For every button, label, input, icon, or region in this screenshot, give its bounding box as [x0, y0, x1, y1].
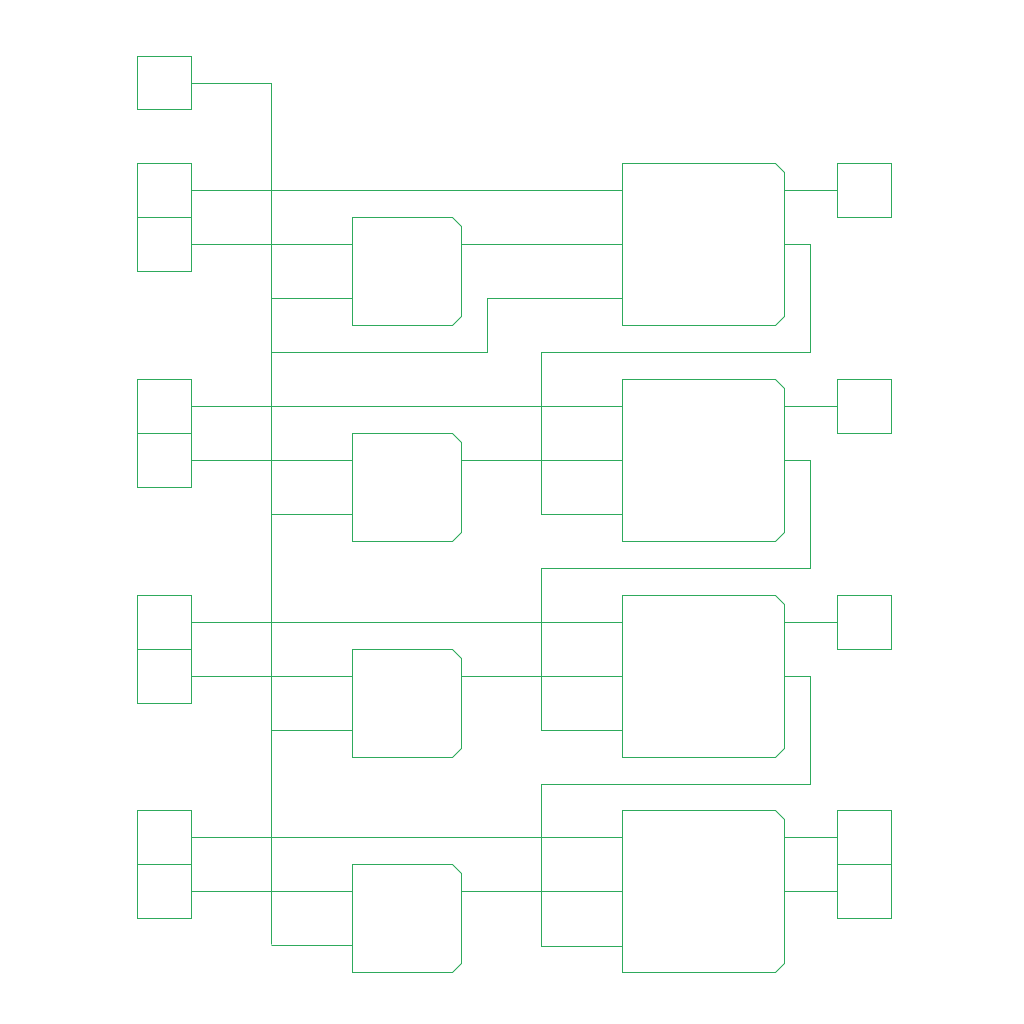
bus-wire-vertical [191, 83, 272, 945]
input-box-a-3 [137, 595, 192, 650]
wire-carry-3-to-4 [541, 676, 811, 947]
output-box-3 [837, 595, 892, 650]
input-box-b-3 [137, 649, 192, 704]
input-box-a-1 [137, 163, 192, 218]
output-box-5 [837, 864, 892, 919]
input-box-a-4 [137, 810, 192, 865]
wire-carry-1-to-2 [541, 244, 811, 515]
input-box-b-2 [137, 433, 192, 488]
wire-carry-2-to-3 [541, 460, 811, 731]
input-box-b-4 [137, 864, 192, 919]
wires [191, 83, 838, 947]
output-box-2 [837, 379, 892, 434]
output-box-4 [837, 810, 892, 865]
main-block-4 [622, 810, 785, 973]
main-block-1 [622, 163, 785, 326]
gate-block-3 [352, 649, 462, 758]
gate-block-2 [352, 433, 462, 542]
input-box-b-1 [137, 217, 192, 272]
input-box-a-2 [137, 379, 192, 434]
main-block-3 [622, 595, 785, 758]
gate-block-4 [352, 864, 462, 973]
main-block-2 [622, 379, 785, 542]
wire-carry-in-1 [271, 298, 623, 353]
gate-block-1 [352, 217, 462, 326]
input-box-control [137, 56, 192, 110]
blocks [137, 56, 892, 973]
output-box-1 [837, 163, 892, 218]
